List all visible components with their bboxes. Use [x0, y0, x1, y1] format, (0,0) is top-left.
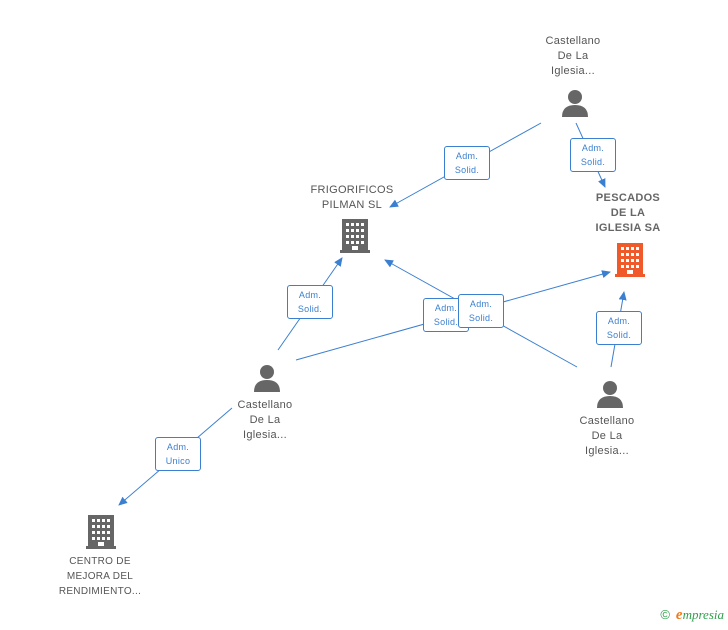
label-line: PESCADOS	[595, 192, 661, 204]
edge-label-line: Adm.	[298, 290, 322, 300]
edge-label-line: Adm.	[434, 303, 458, 313]
edge-label-top-to-pescados[interactable]: Adm. Solid.	[570, 138, 616, 172]
node-label-frigorificos[interactable]: FRIGORIFICOS PILMAN SL	[300, 183, 404, 213]
label-line: IGLESIA SA	[595, 222, 661, 234]
edge-label-line: Adm.	[455, 151, 479, 161]
label-line: FRIGORIFICOS	[310, 184, 394, 196]
label-line: Iglesia...	[585, 445, 629, 457]
label-line: Iglesia...	[551, 65, 595, 77]
edge-label-line: Adm.	[581, 143, 605, 153]
node-label-person-right[interactable]: Castellano De La Iglesia...	[557, 414, 657, 459]
label-line: Iglesia...	[243, 429, 287, 441]
edge-label-line: Solid.	[606, 330, 632, 340]
node-label-pescados[interactable]: PESCADOS DE LA IGLESIA SA	[578, 191, 678, 236]
label-line: PILMAN SL	[321, 199, 383, 211]
edge-label-right-to-frigorificos[interactable]: Adm. Solid.	[458, 294, 504, 328]
label-line: Castellano	[545, 35, 601, 47]
person-icon[interactable]	[562, 90, 588, 117]
node-label-person-top[interactable]: Castellano De La Iglesia...	[523, 34, 623, 79]
edge-label-line: Adm.	[166, 442, 190, 452]
label-line: De La	[591, 430, 623, 442]
node-label-centro[interactable]: CENTRO DE MEJORA DEL RENDIMIENTO...	[44, 554, 156, 599]
building-icon[interactable]	[86, 515, 116, 549]
brand-logo-e: e	[675, 607, 683, 623]
edge-label-line: Solid.	[468, 313, 494, 323]
edge-label-line: Adm.	[607, 316, 631, 326]
brand-footer[interactable]: © empresia	[660, 607, 724, 624]
edge-label-right-to-pescados[interactable]: Adm. Solid.	[596, 311, 642, 345]
label-line: CENTRO DE	[69, 556, 131, 567]
person-icon[interactable]	[254, 365, 280, 392]
label-line: De La	[557, 50, 589, 62]
edge-label-line: Adm.	[469, 299, 493, 309]
edge-label-top-to-frigorificos[interactable]: Adm. Solid.	[444, 146, 490, 180]
label-line: MEJORA DEL	[66, 571, 134, 582]
label-line: De La	[249, 414, 281, 426]
label-line: RENDIMIENTO...	[58, 586, 142, 597]
edge-label-mid-to-centro[interactable]: Adm. Unico	[155, 437, 201, 471]
edge-label-line: Solid.	[580, 157, 606, 167]
building-icon-highlighted[interactable]	[615, 243, 645, 277]
edge-label-line: Unico	[165, 456, 191, 466]
edge-label-line: Solid.	[297, 304, 323, 314]
edge-label-line: Solid.	[433, 317, 459, 327]
copyright-symbol: ©	[660, 607, 670, 622]
node-label-person-mid[interactable]: Castellano De La Iglesia...	[215, 398, 315, 443]
building-icon[interactable]	[340, 219, 370, 253]
person-icon[interactable]	[597, 381, 623, 408]
brand-name: mpresia	[682, 607, 724, 622]
label-line: Castellano	[579, 415, 635, 427]
edge-label-mid-to-frigorificos[interactable]: Adm. Solid.	[287, 285, 333, 319]
label-line: Castellano	[237, 399, 293, 411]
label-line: DE LA	[610, 207, 646, 219]
edge-label-line: Solid.	[454, 165, 480, 175]
